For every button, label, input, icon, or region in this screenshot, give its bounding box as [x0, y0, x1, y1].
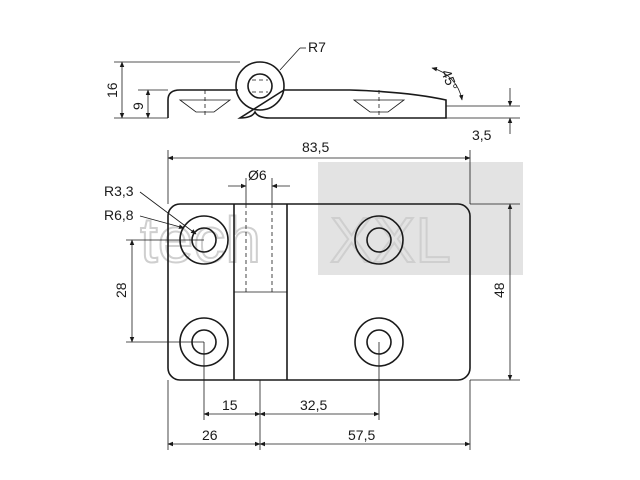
knuckle-outer [235, 61, 285, 111]
dim-d6: Ø6 [248, 167, 267, 183]
side-view-dimensions: 16 9 R7 45° 3,5 [104, 39, 520, 143]
dim-32-5: 32,5 [300, 397, 327, 413]
dim-28: 28 [113, 282, 129, 298]
pin-hidden-lines [252, 79, 268, 93]
dim-83-5: 83,5 [302, 139, 329, 155]
watermark-box [318, 162, 523, 275]
hole-top-right [354, 215, 404, 265]
dim-45deg: 45° [438, 67, 461, 93]
dim-48: 48 [491, 282, 507, 298]
top-view-dimensions: 83,5 Ø6 R3,3 R6,8 28 48 15 32,5 [104, 139, 520, 450]
dim-r7: R7 [308, 39, 326, 55]
dim-16: 16 [104, 82, 120, 98]
dim-3-5: 3,5 [472, 127, 492, 143]
dim-15: 15 [222, 397, 238, 413]
dim-26: 26 [202, 427, 218, 443]
dim-9: 9 [130, 102, 146, 110]
dim-r6-8: R6,8 [104, 207, 134, 223]
dim-r3-3: R3,3 [104, 183, 134, 199]
side-view [167, 61, 447, 119]
countersink-right [352, 99, 406, 113]
countersink-left [178, 99, 232, 113]
dim-57-5: 57,5 [348, 427, 375, 443]
watermark: tech XXL [139, 162, 523, 277]
dim-arc-45 [431, 67, 464, 101]
knuckle-pin [247, 73, 273, 99]
plate-outline [167, 203, 471, 381]
side-view-outline [167, 89, 447, 119]
